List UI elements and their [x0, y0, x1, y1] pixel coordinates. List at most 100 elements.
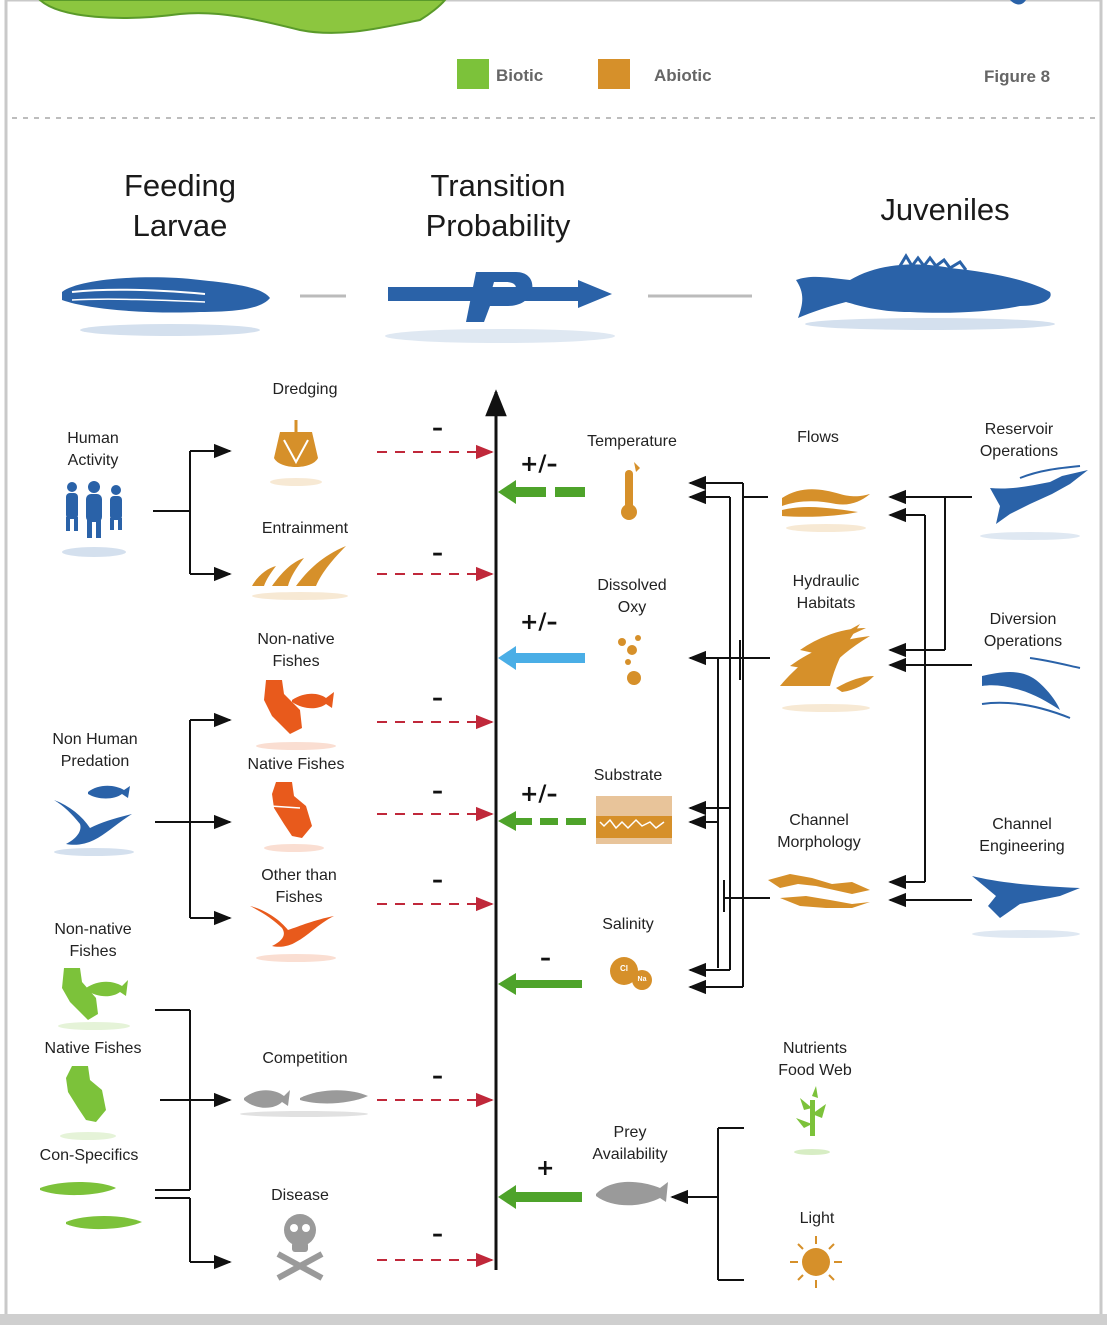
dredge-icon [270, 420, 322, 486]
label-channel-engineering: Channel Engineering [966, 814, 1078, 858]
header-larvae: Larvae [132, 208, 228, 243]
label-predation: Predation [60, 753, 130, 770]
label-channel: Channel [789, 812, 849, 829]
sign-dredging: – [432, 416, 443, 441]
diversion-icon [981, 657, 1081, 719]
sign-entrainment: – [432, 541, 443, 566]
label-dredging: Dredging [272, 381, 338, 398]
label-light: Light [799, 1210, 835, 1227]
label-fishes-left: Fishes [69, 943, 117, 960]
larva-icon [62, 277, 270, 336]
salinity-na-label: Na [637, 976, 647, 983]
left-effect-arrows [377, 444, 494, 1268]
label-temperature: Temperature [587, 433, 677, 450]
label-availability: Availability [592, 1146, 668, 1163]
sign-temperature: +/– [520, 452, 558, 477]
sun-icon [790, 1236, 842, 1288]
label-engineering: Engineering [979, 838, 1065, 855]
sign-salinity: – [540, 946, 551, 971]
substrate-icon [596, 796, 672, 844]
label-entrainment: Entrainment [261, 520, 349, 537]
abiotic-driver-connectors [688, 475, 770, 995]
abiotic-swatch [598, 59, 630, 89]
label-hydraulic-habitats: Hydraulic Habitats [776, 571, 876, 615]
label-non-native: Non-native [257, 631, 335, 648]
label-channel-morphology: Channel Morphology [764, 810, 874, 854]
label-diversion-operations: Diversion Operations [968, 609, 1078, 653]
label-nutrients: Nutrients [782, 1040, 848, 1057]
thermometer-icon [621, 462, 640, 520]
con-specifics-larvae-icon [40, 1182, 142, 1230]
label-nutrients-food-web: Nutrients Food Web [760, 1038, 870, 1082]
sign-native-fishes: – [432, 779, 443, 804]
sign-substrate: +/– [520, 782, 558, 807]
header-transition: Transition [430, 168, 566, 203]
bird-fish-icon [54, 785, 134, 856]
label-non-human: Non Human [52, 731, 138, 748]
label-hydraulic: Hydraulic [792, 573, 860, 590]
people-icon [62, 481, 126, 557]
label-disease: Disease [271, 1187, 329, 1204]
reservoir-icon [980, 465, 1088, 540]
predation-bracket [155, 712, 232, 926]
plant-icon [794, 1086, 830, 1155]
juvenile-sturgeon-icon [796, 253, 1055, 330]
label-fishes: Fishes [272, 653, 320, 670]
label-prey: Prey [613, 1124, 647, 1141]
label-prey-availability: Prey Availability [580, 1122, 680, 1166]
logo-fragment [38, 0, 447, 34]
prey-fish-icon [596, 1181, 668, 1206]
sign-prey-availability: + [536, 1156, 555, 1181]
native-california-icon [264, 782, 324, 852]
label-diversion-ops: Operations [983, 633, 1063, 650]
label-food-web: Food Web [778, 1062, 852, 1079]
label-native-fishes: Native Fishes [247, 756, 345, 773]
competition-fish-icon [240, 1090, 368, 1117]
label-salinity: Salinity [602, 916, 654, 933]
salinity-cl-label: Cl [620, 964, 628, 973]
sign-competition: – [432, 1064, 443, 1089]
label-human-activity: Human Activity [43, 428, 143, 472]
skull-crossbones-icon [276, 1214, 324, 1281]
label-dissolved-oxy: Dissolved Oxy [582, 575, 682, 619]
label-human: Human [67, 430, 119, 447]
label-activity: Activity [67, 452, 119, 469]
channel-morphology-icon [768, 874, 870, 908]
human-activity-bracket [153, 443, 232, 582]
label-reservoir-ops: Operations [979, 443, 1059, 460]
label-reservoir-operations: Reservoir Operations [964, 419, 1074, 463]
label-channel-2: Channel [992, 816, 1052, 833]
non-native-fishes-left-icon [58, 968, 130, 1030]
management-connectors [888, 489, 972, 908]
right-effect-arrows [498, 480, 586, 1209]
header-feeding: Feeding [123, 168, 237, 203]
bubbles-icon [618, 635, 641, 685]
label-other-than-fishes: Other than Fishes [239, 865, 359, 909]
legend-biotic-label: Biotic [496, 66, 544, 85]
label-reservoir: Reservoir [984, 421, 1054, 438]
bottom-bar [0, 1314, 1107, 1325]
legend-abiotic-label: Abiotic [654, 66, 712, 85]
channel-engineering-icon [972, 876, 1080, 938]
header-juveniles: Juveniles [880, 192, 1010, 227]
label-morphology: Morphology [777, 834, 861, 851]
bird-icon [250, 906, 336, 962]
native-fishes-left-icon [60, 1066, 116, 1140]
label-con-specifics: Con-Specifics [39, 1147, 139, 1164]
label-oxy: Oxy [617, 599, 647, 616]
california-fish-icon [256, 680, 336, 750]
header-transition-probability: Transition Probability [400, 166, 596, 246]
label-non-native-left: Non-native [54, 921, 132, 938]
label-other-fishes: Fishes [275, 889, 323, 906]
label-flows: Flows [797, 429, 839, 446]
biotic-swatch [457, 59, 489, 89]
label-dissolved: Dissolved [597, 577, 667, 594]
label-native-fishes-left: Native Fishes [44, 1040, 142, 1057]
label-competition: Competition [262, 1050, 348, 1067]
label-diversion: Diversion [989, 611, 1057, 628]
sign-other-than-fishes: – [432, 868, 443, 893]
salinity-icon [610, 957, 652, 990]
label-non-native-fishes: Non-native Fishes [236, 629, 356, 673]
